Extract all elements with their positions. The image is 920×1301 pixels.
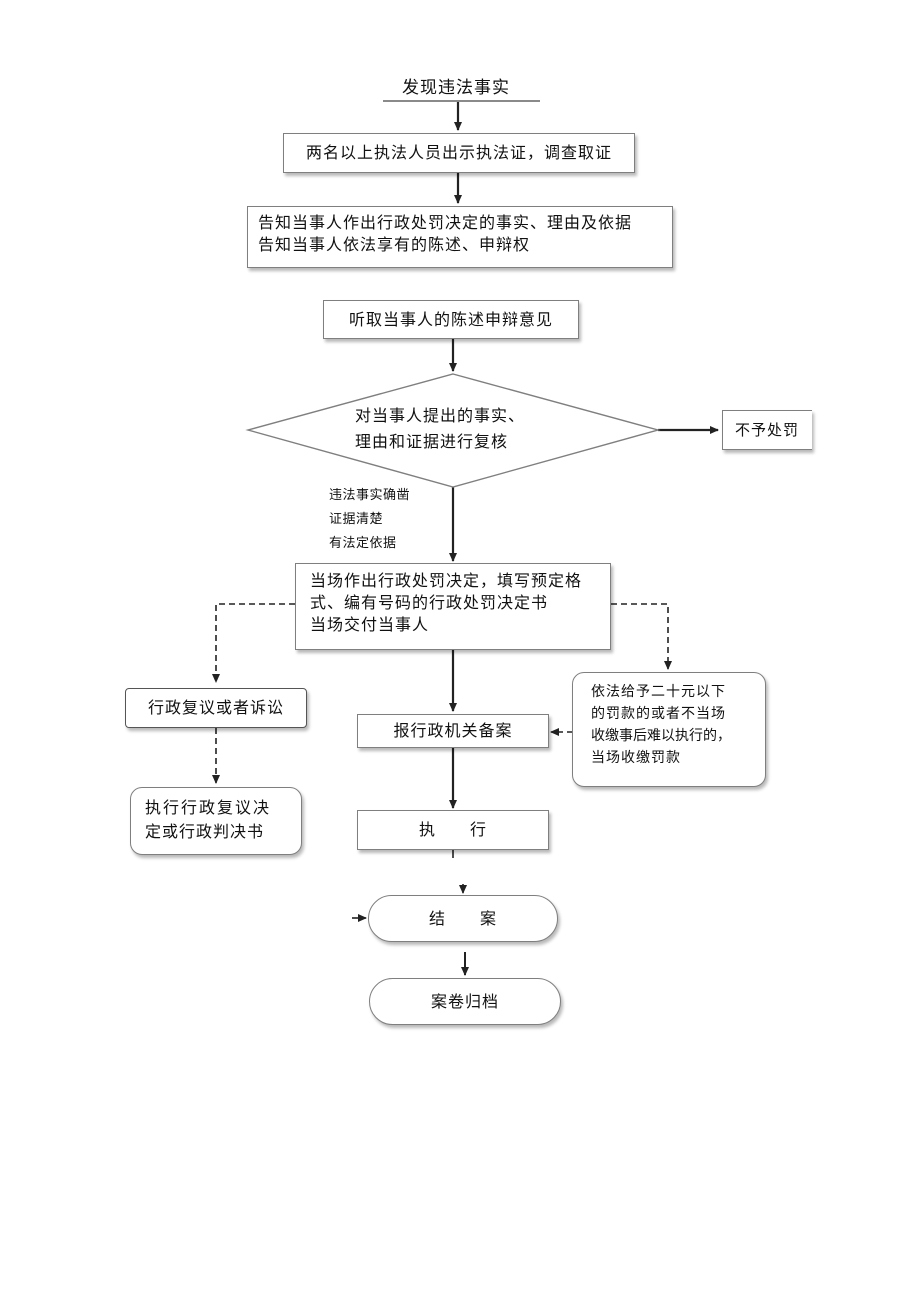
archive-label: 案卷归档 [430,991,499,1011]
collect-step: 依法给予二十元以下 的罚款的或者不当场 收缴事后难以执行的， 当场收缴罚款 [572,672,766,787]
collect-line-4: 当场收缴罚款 [591,750,681,766]
decision-line-2: 式、编有号码的行政处罚决定书 [310,593,549,612]
notify-line-2: 告知当事人依法享有的陈述、申辩权 [258,235,531,254]
investigate-step: 两名以上执法人员出示执法证，调查取证 [283,133,635,173]
appeal-label: 行政复议或者诉讼 [147,698,284,717]
close-step: 结 案 [368,895,558,942]
file-record-step: 报行政机关备案 [357,714,549,748]
start-label: 发现违法事实 [402,78,510,98]
review-line-1: 对当事人提出的事实、 [355,406,526,425]
appeal-result-step: 执行行政复议决 定或行政判决书 [130,787,302,855]
decision-line-3: 当场交付当事人 [310,615,430,634]
decision-line-1: 当场作出行政处罚决定，填写预定格 [310,571,583,590]
dashed-decision-to-collect [611,603,672,670]
hear-label: 听取当事人的陈述申辩意见 [348,309,553,329]
collect-line-2: 的罚款的或者不当场 [591,706,726,722]
review-diamond [245,373,661,488]
notify-step: 告知当事人作出行政处罚决定的事实、理由及依据 告知当事人依法享有的陈述、申辩权 [247,206,673,268]
dashed-decision-to-appeal [212,603,295,683]
appeal-step: 行政复议或者诉讼 [125,688,307,728]
execute-label: 执 行 [418,820,487,839]
condition-3: 有法定依据 [329,536,397,551]
notify-line-1: 告知当事人作出行政处罚决定的事实、理由及依据 [258,213,633,232]
file-record-label: 报行政机关备案 [393,721,513,740]
hear-step: 听取当事人的陈述申辩意见 [323,300,579,339]
review-text: 对当事人提出的事实、 理由和证据进行复核 [355,405,525,453]
review-line-2: 理由和证据进行复核 [355,432,509,451]
appeal-result-line-1: 执行行政复议决 [145,798,272,817]
collect-line-3: 收缴事后难以执行的， [591,728,731,744]
no-penalty-label: 不予处罚 [735,421,800,439]
appeal-result-line-2: 定或行政判决书 [145,822,265,841]
decision-step: 当场作出行政处罚决定，填写预定格 式、编有号码的行政处罚决定书 当场交付当事人 [295,563,611,650]
archive-step: 案卷归档 [369,978,561,1025]
condition-2: 证据清楚 [329,512,384,527]
close-label: 结 案 [428,908,497,928]
no-penalty-step: 不予处罚 [722,410,812,450]
investigate-label: 两名以上执法人员出示执法证，调查取证 [305,143,612,162]
condition-1: 违法事实确凿 [329,488,411,503]
conditions-text: 违法事实确凿 证据清楚 有法定依据 [329,486,410,554]
collect-line-1: 依法给予二十元以下 [591,684,726,700]
execute-step: 执 行 [357,810,549,850]
